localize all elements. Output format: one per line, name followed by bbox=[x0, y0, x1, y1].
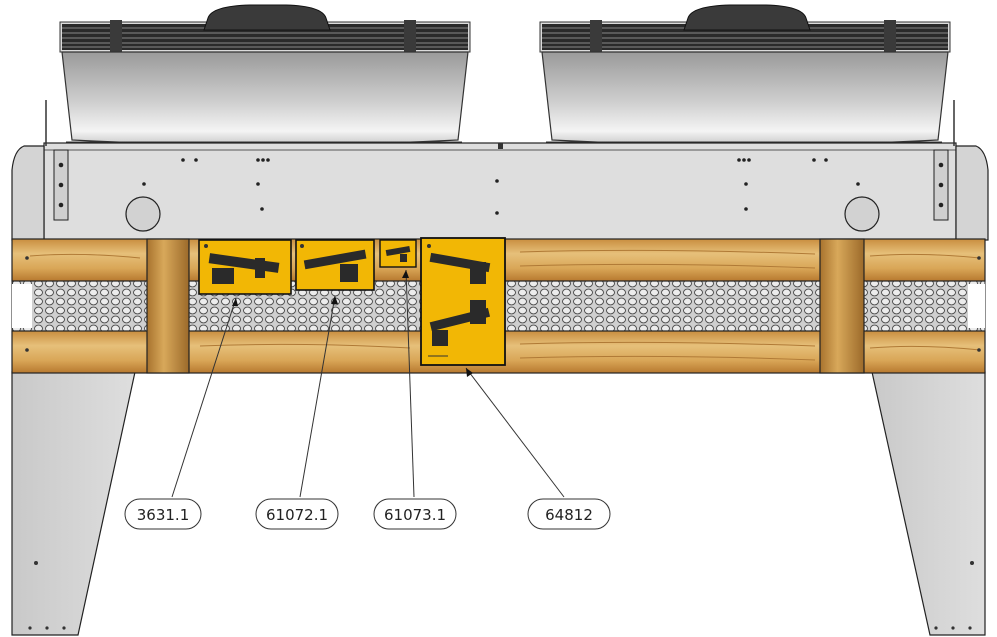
callout-3631: 3631.1 bbox=[124, 498, 202, 530]
fan-motor-left bbox=[203, 4, 331, 31]
warning-label-61073 bbox=[379, 239, 417, 268]
callout-label-64812: 64812 bbox=[545, 506, 593, 524]
callout-61073: 61073.1 bbox=[373, 498, 457, 530]
wood-post-right bbox=[819, 238, 865, 374]
coil-end-left bbox=[12, 284, 32, 328]
fan-left bbox=[59, 4, 471, 146]
housing-panel bbox=[11, 100, 989, 241]
callout-label-61073: 61073.1 bbox=[384, 506, 446, 524]
callout-label-61072: 61072.1 bbox=[266, 506, 328, 524]
coil-end-right bbox=[968, 284, 985, 328]
warning-label-61072 bbox=[295, 239, 375, 291]
callout-64812: 64812 bbox=[527, 498, 611, 530]
warning-label-64812 bbox=[420, 237, 506, 366]
warning-label-3631 bbox=[198, 239, 292, 295]
callout-61072: 61072.1 bbox=[255, 498, 339, 530]
leg-left bbox=[11, 371, 136, 636]
wood-post-left bbox=[146, 238, 190, 374]
callout-label-3631: 3631.1 bbox=[137, 506, 190, 524]
leg-right bbox=[871, 371, 986, 636]
fan-motor-right bbox=[683, 4, 811, 31]
leader-lines bbox=[171, 269, 565, 498]
fan-right bbox=[539, 4, 951, 146]
